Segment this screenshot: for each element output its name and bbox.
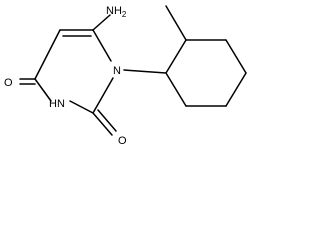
ring-nitrogen-n1: N <box>113 65 121 77</box>
bond-c6-n1 <box>92 29 112 62</box>
oxygen-c2: O <box>118 135 127 147</box>
bond-cy6-cy1 <box>165 72 187 107</box>
bond-c2-o-a <box>92 112 113 136</box>
bond-cy1-cy2 <box>165 39 187 74</box>
bond-cy2-methyl <box>165 5 187 41</box>
bond-c2-o-b <box>97 109 117 132</box>
oxygen-c4: O <box>4 77 13 89</box>
bond-n1-c2 <box>92 77 114 114</box>
bond-cy3-cy4 <box>225 39 247 74</box>
bond-c2-n3 <box>69 100 94 114</box>
ring-nitrogen-n3: HN <box>49 98 65 110</box>
amine-label: NH2 <box>106 5 127 19</box>
bond-n1-cyclohexyl <box>123 69 167 74</box>
amine-subscript: 2 <box>122 10 127 19</box>
amine-nh: NH <box>106 5 122 17</box>
structure-diagram: NH2 N HN O O <box>4 5 247 147</box>
bond-n3-c4 <box>34 78 52 102</box>
bond-c6-nh2 <box>92 14 111 31</box>
bond-c4-c5 <box>34 29 61 80</box>
bond-cy4-cy5 <box>225 72 247 107</box>
